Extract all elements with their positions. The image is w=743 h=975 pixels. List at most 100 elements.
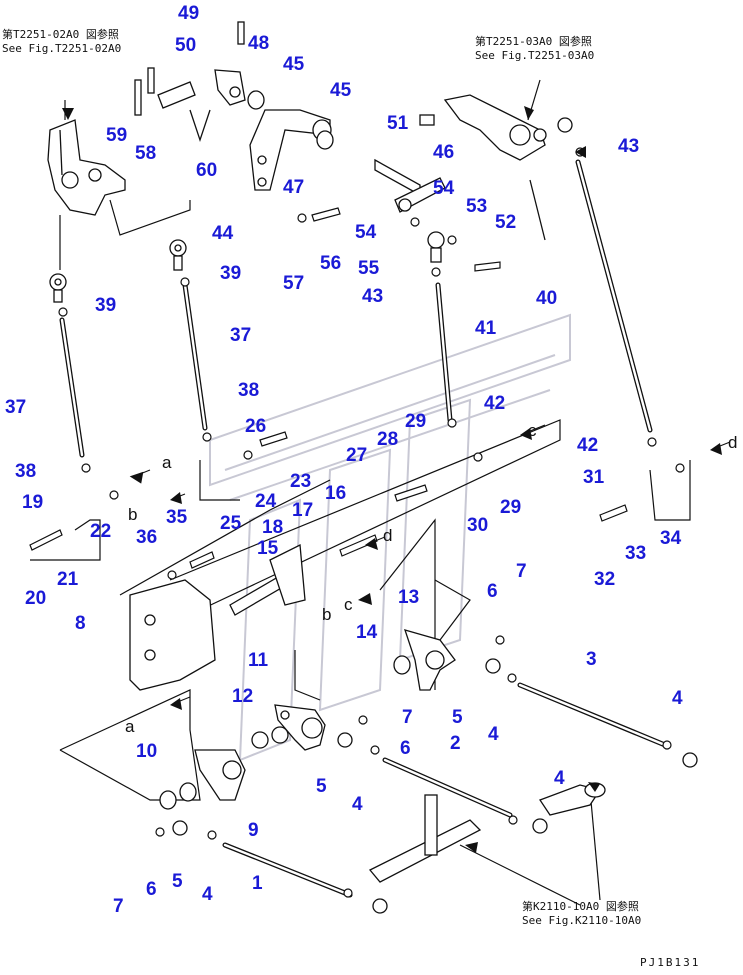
part-number-p29a: 29 [405,411,427,432]
rod-end-39-mid [169,239,187,271]
part-number-p17: 17 [292,500,314,521]
part-number-p24: 24 [255,491,277,512]
part-number-p41: 41 [475,318,497,339]
arrowheads [62,106,722,853]
part-number-p1: 1 [252,873,263,894]
connector-label-a1: a [162,453,172,472]
part-number-p38a: 38 [238,380,260,401]
lever-46 [374,158,446,213]
part-number-p43b: 43 [362,286,384,307]
reference-note-left: 第T2251-02A0 図参照 See Fig.T2251-02A0 [2,28,121,56]
part-number-p49: 49 [178,3,200,24]
connector-label-a2: a [125,717,135,736]
linework [30,79,691,906]
reference-bottom-en: See Fig.K2110-10A0 [522,914,642,927]
arrow-lines [134,424,731,704]
part-number-p34: 34 [660,528,682,549]
part-number-p27: 27 [346,445,368,466]
part-number-p6c: 6 [146,879,157,900]
connector-label-b1: b [128,505,138,524]
part-number-p37b: 37 [5,397,27,418]
part-number-p4a: 4 [672,688,683,709]
lever-55 [427,231,445,263]
part-number-p33: 33 [625,543,647,564]
part-number-p6b: 6 [400,738,411,759]
pedal-bracket [368,782,606,883]
part-number-p4e: 4 [202,884,213,905]
bushings-10 [159,782,197,810]
part-number-p45a: 45 [283,54,305,75]
rod-ends-lower [172,658,698,914]
part-number-p37a: 37 [230,325,252,346]
connector-label-d1: d [728,433,738,452]
part-number-p23: 23 [290,471,312,492]
bushing-45-b [316,130,334,150]
part-number-p44: 44 [212,223,234,244]
part-number-p32: 32 [594,569,616,590]
part-number-p7b: 7 [402,707,413,728]
part-number-p58: 58 [135,143,157,164]
connector-label-c1: c [528,421,537,440]
part-number-p47: 47 [283,177,305,198]
part-number-p54a: 54 [433,178,455,199]
clip-60 [189,109,211,143]
part-number-p26: 26 [245,416,267,437]
lever-11 [274,704,326,751]
part-number-p35: 35 [166,507,188,528]
shaft-15 [229,543,306,616]
part-number-p51: 51 [387,113,409,134]
part-number-p60: 60 [196,160,218,181]
block-58 [157,81,196,109]
part-number-p46: 46 [433,142,455,163]
lever-48 [214,21,246,106]
part-number-p20: 20 [25,588,47,609]
bushing-45-a [247,90,265,110]
part-number-p36: 36 [136,527,158,548]
connector-label-b2: b [322,605,332,624]
reference-note-right: 第T2251-03A0 図参照 See Fig.T2251-03A0 [475,35,594,63]
part-number-p8: 8 [75,613,86,634]
part-number-p19: 19 [22,492,44,513]
part-number-p55: 55 [358,258,380,279]
part-number-p4c: 4 [352,794,363,815]
part-number-p22: 22 [90,521,112,542]
rod-3 [517,682,668,748]
rod-2 [382,757,513,818]
rod-41 [435,282,453,423]
part-number-p15: 15 [257,538,279,559]
lever-13 [403,629,456,691]
bushing-14 [393,655,411,675]
part-number-p31: 31 [583,467,605,488]
lever-9 [194,749,246,801]
drawing-code: PJ1B131 [640,956,701,969]
rod-37-left [59,317,85,458]
part-number-p9: 9 [248,820,259,841]
part-number-p25: 25 [220,513,242,534]
part-number-p42b: 42 [577,435,599,456]
part-number-p14: 14 [356,622,378,643]
part-number-p39a: 39 [220,263,242,284]
part-number-p53: 53 [466,196,488,217]
bracket-8 [129,579,216,691]
part-number-p43a: 43 [618,136,640,157]
connector-label-d2: d [383,526,393,545]
part-number-p59: 59 [106,125,128,146]
rod-40 [575,159,653,433]
part-number-p2: 2 [450,733,461,754]
part-number-p39b: 39 [95,295,117,316]
part-number-p12: 12 [232,686,254,707]
part-number-p4b: 4 [488,724,499,745]
bolts-59 [134,67,155,116]
reference-right-en: See Fig.T2251-03A0 [475,49,595,62]
reference-bottom-jp: 第K2110-10A0 図参照 [522,900,639,913]
rod-end-39-left [49,273,67,303]
part-number-p5b: 5 [316,776,327,797]
rod-1 [222,842,353,898]
part-number-p28: 28 [377,429,399,450]
part-number-p4d: 4 [554,768,565,789]
part-number-p30: 30 [467,515,489,536]
reference-right-jp: 第T2251-03A0 図参照 [475,35,592,48]
part-number-p21: 21 [57,569,79,590]
